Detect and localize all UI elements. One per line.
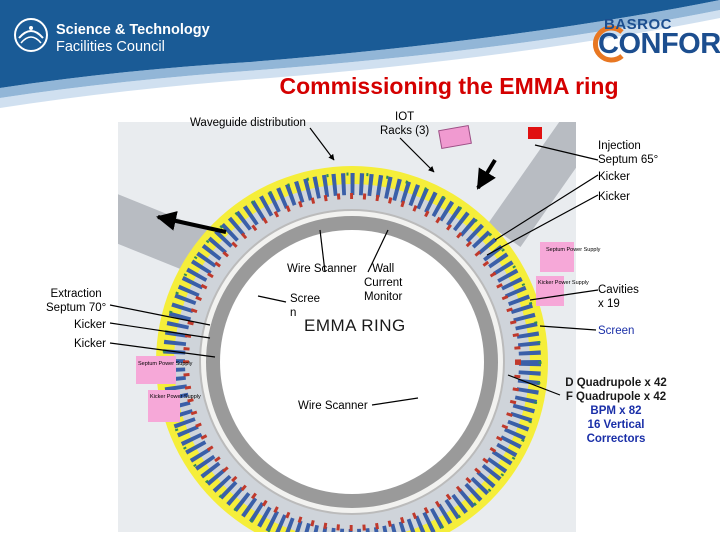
kicker-power-supply-left [148,390,180,422]
septum-power-supply-right [540,242,574,272]
ring-floor-plan [118,122,576,532]
callout-lines [109,127,599,406]
kicker-power-supply-right [536,276,564,306]
septum-power-supply-left [136,356,176,384]
slide-header: Science & Technology Facilities Council [0,0,720,118]
wall-current-monitor-label: Wall Current Monitor [364,263,403,303]
partner-logo-top: BASROC [604,16,673,33]
wire-scanner-bottom-label: Wire Scanner [298,400,368,412]
kicker-right-2-label: Kicker [598,191,630,203]
basroc-conform-logo: BASROC CONFORM [588,16,720,64]
iot-rack [438,124,472,150]
ring-center [220,230,484,494]
slide-title: Commissioning the EMMA ring [279,73,619,99]
extraction-arrow [156,211,227,234]
stfc-org-name: Science & Technology Facilities Council [56,22,210,56]
kicker-ps-left-label: Kicker Power Supply [150,394,201,400]
injection-line [487,122,576,248]
kicker-left-1-label: Kicker [74,319,106,331]
screen-right-label: Screen [598,325,635,337]
kicker-ps-right-label: Kicker Power Supply [538,280,589,286]
injection-septum-label: Injection Septum 65° [598,140,659,166]
extraction-septum-label: Extraction Septum 70° [46,288,107,314]
septum-ps-left-label: Septum Power Supply [138,361,193,367]
ring-name-label: EMMA RING [304,316,406,335]
stfc-logo-icon [14,18,48,52]
magnet-inventory-label: D Quadrupole x 42 F Quadrupole x 42 BPM … [565,377,667,445]
corrector-markers [162,172,542,532]
conform-swoosh-icon [592,25,624,63]
cavities-label: Cavities x 19 [598,284,639,310]
org-name-line1: Science & Technology [56,22,210,38]
partner-logo-main: CONFORM [598,28,720,60]
iot-racks-label: IOT Racks (3) [380,111,430,137]
injection-marker [528,127,542,139]
header-background [0,0,720,108]
wire-scanner-top-label: Wire Scanner [287,263,357,275]
magnet-cells-red [183,193,521,531]
kicker-right-1-label: Kicker [598,171,630,183]
septum-ps-right-label: Septum Power Supply [546,247,601,253]
kicker-left-2-label: Kicker [74,338,106,350]
org-name-line2: Facilities Council [56,39,165,55]
screen-inner-label: Scree n [290,293,321,319]
injection-arrow [476,158,497,190]
waveguide-label: Waveguide distribution [190,117,306,129]
